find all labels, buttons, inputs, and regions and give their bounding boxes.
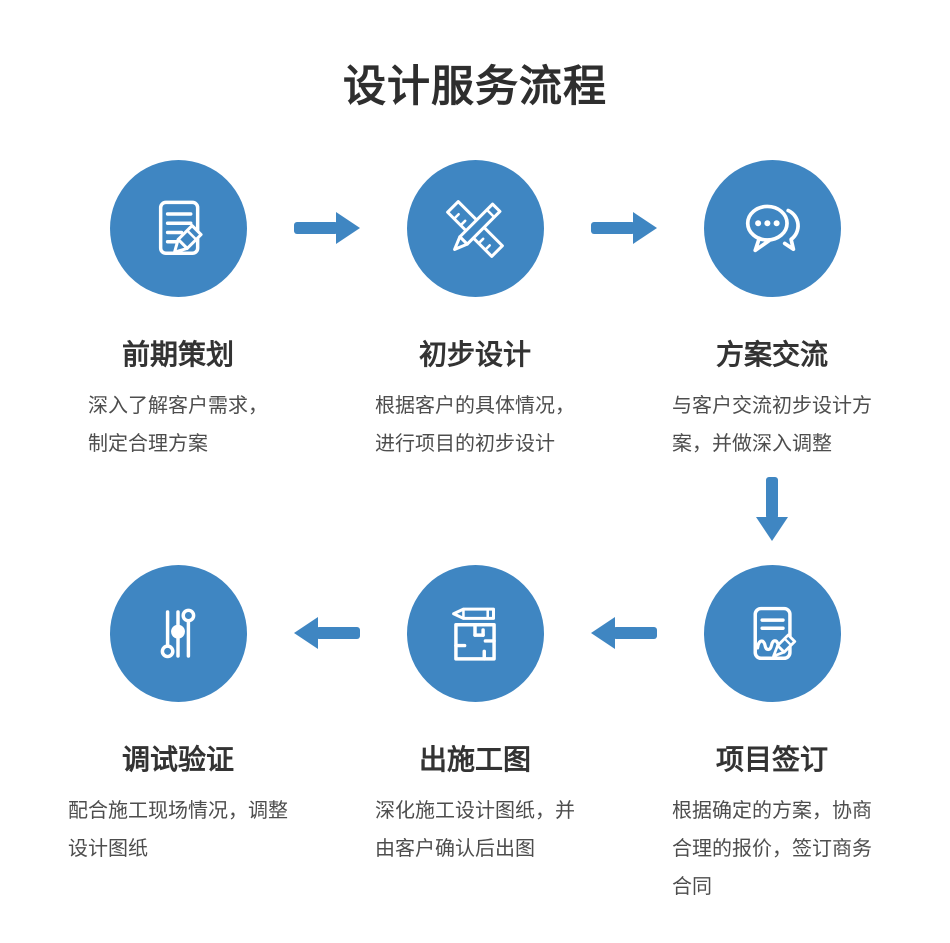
step-title: 调试验证 — [121, 744, 234, 775]
arrow-cell — [590, 210, 657, 463]
step-description: 根据客户的具体情况， 进行项目的初步设计 — [375, 395, 575, 455]
step-title: 前期策划 — [121, 339, 234, 370]
step-debug-verify: 调试验证 配合施工现场情况，调整 设计图纸 — [53, 565, 303, 906]
arrow-cell — [293, 210, 360, 463]
step-title: 方案交流 — [715, 339, 828, 370]
arrow-right-icon — [293, 212, 360, 244]
step-pre-planning: 前期策划 深入了解客户需求， 制定合理方案 — [53, 160, 303, 463]
step-title: 项目签订 — [715, 744, 828, 775]
step-title: 初步设计 — [418, 339, 531, 370]
step-construction-drawing: 出施工图 深化施工设计图纸，并 由客户确认后出图 — [350, 565, 600, 906]
step-description: 根据确定的方案，协商 合理的报价，签订商务 合同 — [672, 800, 872, 898]
step-circle — [406, 160, 544, 297]
page-title: 设计服务流程 — [343, 63, 607, 111]
step-description: 与客户交流初步设计方 案，并做深入调整 — [672, 395, 872, 455]
chat-bubbles-icon — [745, 204, 800, 252]
arrow-right-icon — [590, 212, 657, 244]
arrow-down-icon — [756, 477, 788, 541]
connector-cell — [647, 477, 897, 541]
step-circle — [703, 565, 841, 702]
arrow-cell — [590, 615, 657, 906]
step-circle — [406, 565, 544, 702]
step-title: 出施工图 — [418, 744, 531, 775]
step-plan-communication: 方案交流 与客户交流初步设计方 案，并做深入调整 — [647, 160, 897, 463]
document-pencil-icon — [158, 200, 203, 255]
step-circle — [109, 565, 247, 702]
step-project-signing: 项目签订 根据确定的方案，协商 合理的报价，签订商务 合同 — [647, 565, 897, 906]
step-description: 深入了解客户需求， 制定合理方案 — [88, 395, 268, 455]
arrow-cell — [293, 615, 360, 906]
floorplan-pencil-icon — [452, 607, 496, 661]
step-circle — [703, 160, 841, 297]
flow-row-top: 前期策划 深入了解客户需求， 制定合理方案 — [53, 160, 897, 463]
flow-connector-row — [53, 477, 897, 541]
contract-sign-icon — [753, 606, 797, 660]
flow-row-bottom: 调试验证 配合施工现场情况，调整 设计图纸 — [53, 565, 897, 906]
arrow-left-icon — [590, 617, 657, 649]
sliders-icon — [160, 608, 196, 658]
step-description: 深化施工设计图纸，并 由客户确认后出图 — [375, 800, 575, 860]
ruler-pencil-icon — [446, 199, 504, 258]
step-description: 配合施工现场情况，调整 设计图纸 — [68, 800, 288, 860]
step-circle — [109, 160, 247, 297]
step-preliminary-design: 初步设计 根据客户的具体情况， 进行项目的初步设计 — [350, 160, 600, 463]
arrow-left-icon — [293, 617, 360, 649]
